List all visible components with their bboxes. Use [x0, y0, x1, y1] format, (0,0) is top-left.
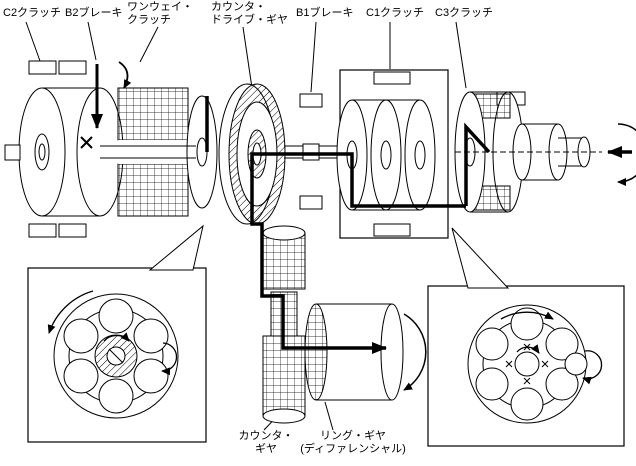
b1-brake-plates	[299, 93, 323, 210]
planet-gear	[545, 327, 579, 361]
label-counter-gear: カウンタ・ ギヤ	[238, 430, 294, 455]
ring-gear-differential	[304, 303, 427, 401]
ring-gear-rotation-arrow	[403, 313, 427, 391]
label-counter-drive-gear: カウンタ・ ドライブ・ギヤ	[211, 1, 288, 26]
label-b1-brake: B1ブレーキ	[296, 7, 354, 19]
planet-gear	[98, 378, 134, 414]
planet-gear	[475, 367, 509, 401]
label-c1-clutch: C1クラッチ	[366, 7, 425, 19]
lock-mark	[505, 360, 513, 368]
planet-gear	[63, 318, 99, 354]
c1-clutch-assembly	[336, 69, 449, 239]
input-rotation-arrow	[617, 123, 636, 186]
callout-wedge-left	[148, 224, 204, 271]
label-one-way-clutch: ワンウェイ・ クラッチ	[127, 1, 193, 26]
label-ring-gear: リング・ギヤ (ディファレンシャル)	[300, 430, 406, 455]
rotation-arrow-ccw	[47, 290, 94, 334]
planet-gear	[63, 358, 99, 394]
planet-gear	[510, 307, 544, 341]
planet-gear	[545, 367, 579, 401]
ring-rotation-arrow	[500, 311, 554, 320]
hub-rotation-arrow	[516, 344, 540, 354]
sun-rotation-arrow	[103, 332, 130, 342]
label-b2-brake: B2ブレーキ	[65, 7, 123, 19]
lock-mark	[541, 360, 549, 368]
planetary-inset-right	[427, 227, 625, 447]
planet-gear	[510, 387, 544, 421]
label-c2-clutch: C2クラッチ	[3, 7, 62, 19]
planetary-inset-left	[27, 224, 207, 443]
planet-gear	[133, 318, 169, 354]
planet-gear	[475, 327, 509, 361]
pinion-rotation-arrow	[582, 350, 603, 385]
input-wrap-line	[464, 122, 491, 206]
one-way-clutch-arrow	[118, 61, 132, 89]
callout-wedge-right	[451, 227, 510, 289]
planet-gear	[98, 298, 134, 334]
sun-gear-drum	[186, 95, 218, 209]
label-c3-clutch: C3クラッチ	[435, 7, 494, 19]
leader-lines	[25, 21, 467, 431]
planet-gear	[133, 358, 169, 394]
pinion-gear	[564, 352, 588, 376]
clutch-plate-stack	[117, 87, 189, 217]
lock-mark	[523, 377, 531, 385]
power-flow-arrows	[80, 61, 636, 354]
c2-clutch-drum	[4, 87, 124, 217]
center-hub	[514, 351, 540, 377]
hold-x-mark	[80, 136, 93, 149]
output-shaft	[512, 123, 591, 181]
main-power-path	[250, 152, 466, 354]
pinion-rotation-arrow	[161, 342, 178, 376]
